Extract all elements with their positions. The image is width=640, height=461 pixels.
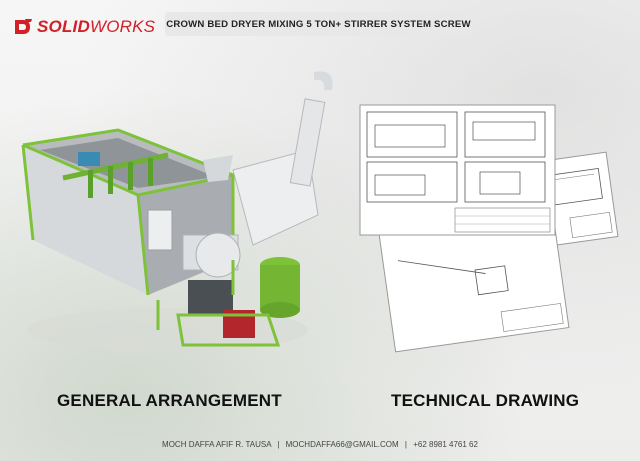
- footer-separator: |: [404, 440, 407, 449]
- logo-text: SOLIDWORKS: [37, 17, 155, 37]
- author-name: MOCH DAFFA AFIF R. TAUSA: [162, 440, 272, 449]
- technical-drawing-sheets: [359, 104, 619, 353]
- general-arrangement-label: GENERAL ARRANGEMENT: [57, 391, 282, 410]
- logo-text-bold: SOLID: [37, 17, 90, 36]
- author-email: MOCHDAFFA66@GMAIL.COM: [285, 440, 399, 449]
- logo-text-light: WORKS: [89, 17, 156, 36]
- author-phone: +62 8981 4761 62: [413, 440, 478, 449]
- footer-contact: MOCH DAFFA AFIF R. TAUSA | MOCHDAFFA66@G…: [0, 440, 640, 449]
- general-arrangement-render: [21, 71, 333, 352]
- technical-drawing-label: TECHNICAL DRAWING: [391, 391, 580, 410]
- solidworks-logo: SOLIDWORKS: [12, 15, 155, 39]
- ds-logo-icon: [15, 19, 32, 34]
- footer-separator: |: [277, 440, 280, 449]
- title-bar: CROWN BED DRYER MIXING 5 TON+ STIRRER SY…: [165, 12, 472, 36]
- page-title: CROWN BED DRYER MIXING 5 TON+ STIRRER SY…: [166, 18, 471, 30]
